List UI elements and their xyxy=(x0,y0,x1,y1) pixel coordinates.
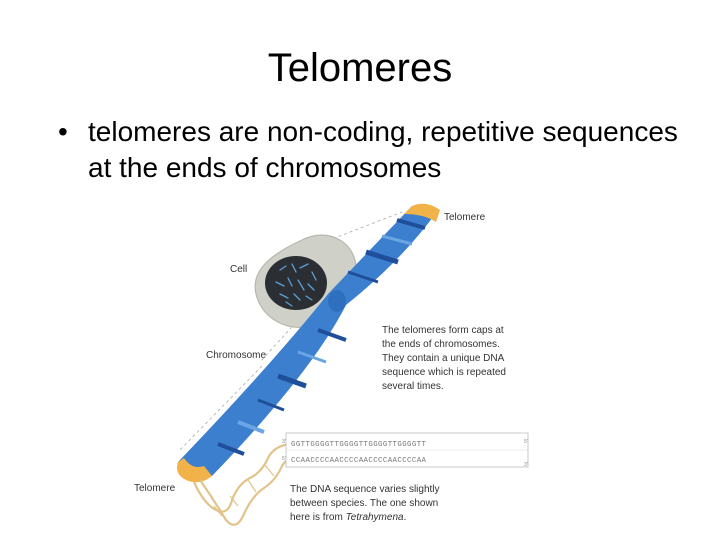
sequence-end-label: 5' xyxy=(282,456,286,462)
chromosome-body xyxy=(178,206,436,476)
caption-caps-line: sequence which is repeated xyxy=(382,367,506,378)
sequence-box: GGTTGGGGTTGGGGTTGGGGTTGGGGTT CCAACCCCAAC… xyxy=(282,432,529,468)
label-cell: Cell xyxy=(230,264,247,275)
caption-species-line: The DNA sequence varies slightly xyxy=(290,484,440,495)
dna-rungs xyxy=(213,463,275,517)
bullet-dot: • xyxy=(58,116,68,147)
nucleus-chromatin xyxy=(275,263,317,307)
sequence-top-strand: GGTTGGGGTTGGGGTTGGGGTTGGGGTT xyxy=(291,441,427,449)
caption-species-name: Tetrahymena xyxy=(346,512,404,523)
caption-caps-line: several times. xyxy=(382,381,444,392)
chromosome xyxy=(177,203,440,483)
centromere xyxy=(328,290,346,312)
chromosome-bands xyxy=(217,218,426,456)
telomere-cap-bottom xyxy=(177,458,212,483)
slide-title: Telomeres xyxy=(267,46,453,90)
sequence-end-label: 3' xyxy=(282,439,286,445)
caption-species-line: here is from Tetrahymena. xyxy=(290,512,406,523)
caption-species-prefix: here is from xyxy=(290,512,346,523)
caption-caps: The telomeres form caps at the ends of c… xyxy=(382,325,506,392)
telomere-cap-top xyxy=(404,203,440,222)
caption-species-suffix: . xyxy=(404,512,407,523)
nucleus xyxy=(265,256,327,310)
caption-caps-line: They contain a unique DNA xyxy=(382,353,505,364)
dna-helix xyxy=(192,442,301,526)
sequence-end-label: 5' xyxy=(524,439,528,445)
label-telomere-bottom: Telomere xyxy=(134,483,176,494)
bullet-text: telomeres are non-coding, repetitive seq… xyxy=(88,116,678,183)
zoom-line-middle xyxy=(259,317,301,363)
caption-species-line: between species. The one shown xyxy=(290,498,438,509)
caption-caps-line: the ends of chromosomes. xyxy=(382,339,500,350)
bullet-item: • telomeres are non-coding, repetitive s… xyxy=(58,114,678,186)
caption-species: The DNA sequence varies slightly between… xyxy=(290,484,440,523)
sequence-end-label: 3' xyxy=(524,462,528,468)
zoom-line-bottom xyxy=(177,365,263,453)
label-chromosome: Chromosome xyxy=(206,350,266,361)
sequence-bottom-strand: CCAACCCCAACCCCAACCCCAACCCCAA xyxy=(291,457,427,465)
caption-caps-line: The telomeres form caps at xyxy=(382,325,504,336)
label-telomere-top: Telomere xyxy=(444,212,486,223)
